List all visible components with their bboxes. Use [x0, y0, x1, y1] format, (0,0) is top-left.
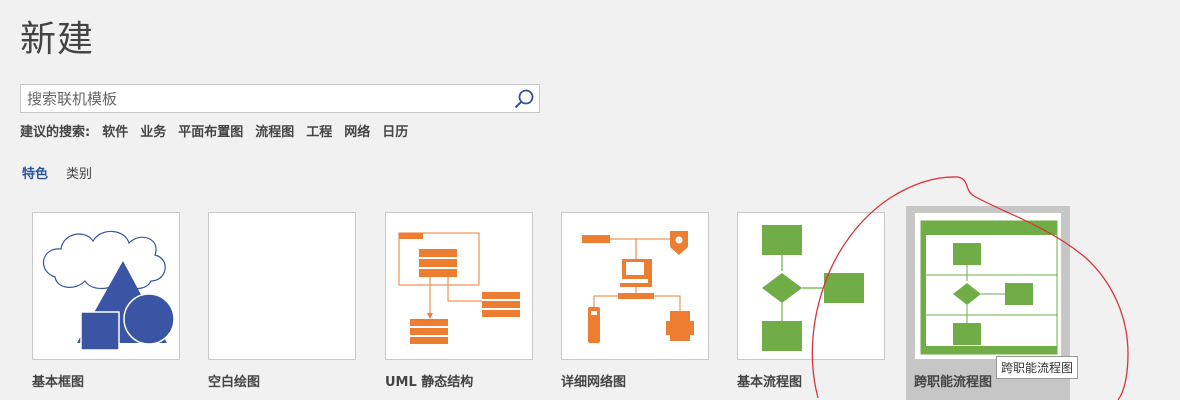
- template-uml-static-structure[interactable]: UML 静态结构: [377, 206, 541, 400]
- search-box: [20, 84, 540, 113]
- template-basic-flowchart[interactable]: 基本流程图: [729, 206, 893, 400]
- suggestion-network[interactable]: 网络: [344, 125, 371, 140]
- suggestion-business[interactable]: 业务: [140, 125, 167, 140]
- uml-preview-icon: [398, 232, 520, 344]
- template-basic-block-diagram[interactable]: 基本框图: [24, 206, 188, 400]
- network-preview-icon: [582, 231, 694, 343]
- block-diagram-preview-icon: [43, 230, 175, 351]
- suggestion-flowchart[interactable]: 流程图: [255, 125, 295, 140]
- search-button[interactable]: [511, 86, 537, 111]
- template-thumbnail: [914, 212, 1062, 360]
- template-blank-drawing[interactable]: 空白绘图: [200, 206, 364, 400]
- suggestion-calendar[interactable]: 日历: [382, 125, 409, 140]
- template-thumbnail: [561, 212, 709, 360]
- template-label: 空白绘图: [208, 375, 261, 390]
- template-label: 详细网络图: [561, 375, 627, 390]
- template-detailed-network-diagram[interactable]: 详细网络图: [553, 206, 717, 400]
- template-tabs: 特色 类别: [22, 163, 92, 182]
- template-label: UML 静态结构: [385, 375, 474, 390]
- suggestion-software[interactable]: 软件: [102, 125, 129, 140]
- suggestion-engineering[interactable]: 工程: [306, 125, 333, 140]
- template-label: 跨职能流程图: [914, 375, 993, 390]
- suggestion-floor-plan[interactable]: 平面布置图: [178, 125, 244, 140]
- page-title: 新建: [20, 19, 95, 60]
- template-thumbnail: [208, 212, 356, 360]
- template-label: 基本流程图: [737, 375, 803, 390]
- tab-categories[interactable]: 类别: [66, 167, 93, 182]
- suggested-searches-label: 建议的搜索:: [20, 125, 91, 140]
- template-label: 基本框图: [32, 375, 85, 390]
- tab-featured[interactable]: 特色: [22, 167, 49, 182]
- flowchart-preview-icon: [762, 225, 864, 351]
- template-thumbnail: [737, 212, 885, 360]
- template-thumbnail: [385, 212, 533, 360]
- template-thumbnail: [32, 212, 180, 360]
- cross-functional-preview-icon: [920, 220, 1058, 355]
- search-icon: [514, 89, 534, 108]
- suggested-searches: 建议的搜索: 软件 业务 平面布置图 流程图 工程 网络 日历: [20, 121, 408, 140]
- search-input[interactable]: [21, 85, 501, 112]
- tooltip: 跨职能流程图: [996, 356, 1079, 379]
